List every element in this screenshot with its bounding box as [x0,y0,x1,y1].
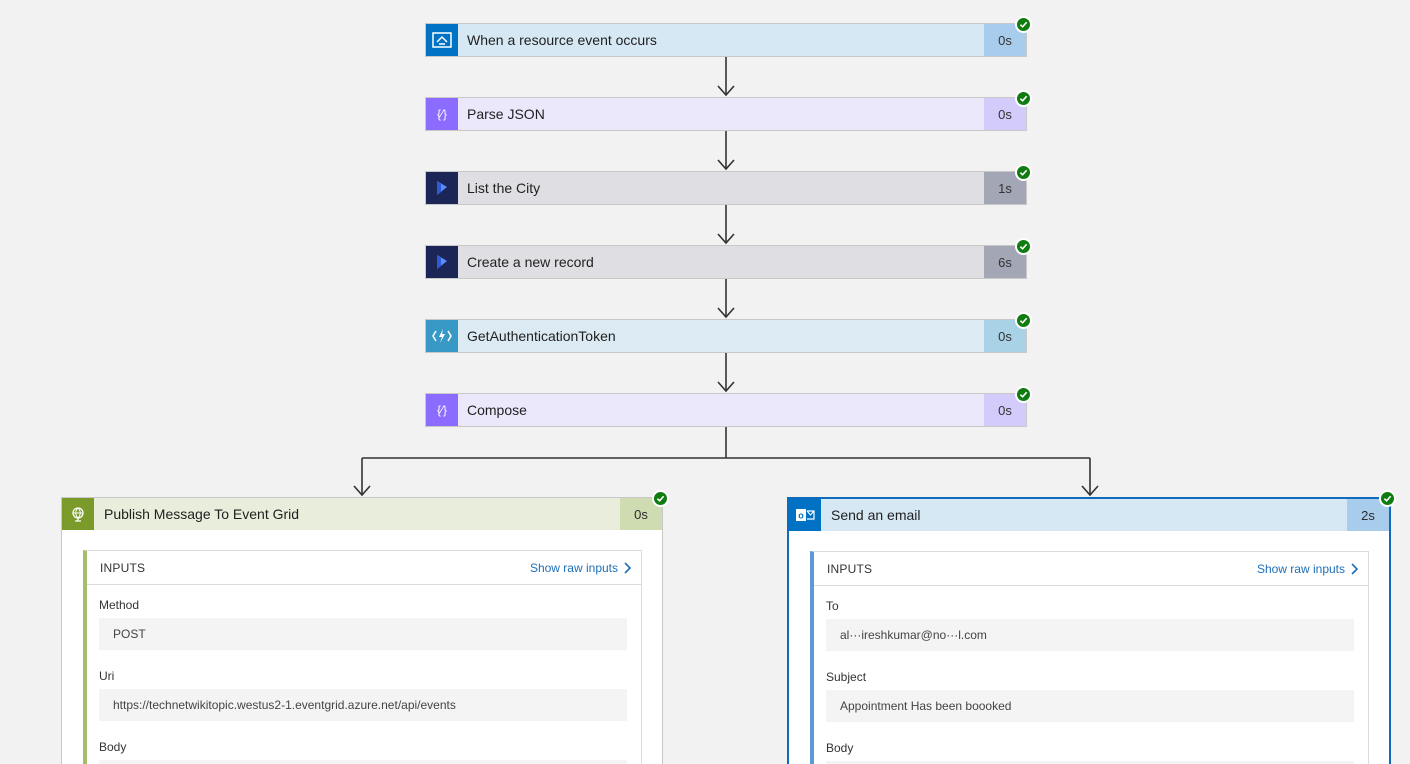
chevron-right-icon [1351,562,1358,575]
success-check-icon [1015,312,1032,329]
inputs-header: INPUTS Show raw inputs [87,551,641,585]
field-label-method: Method [99,598,140,612]
chevron-right-icon [624,561,631,574]
azure-function-icon [426,320,458,352]
data-operations-icon: {⁄} [426,394,458,426]
step-title: Compose [467,402,527,418]
data-operations-icon: {⁄} [426,98,458,130]
dynamics-icon [426,172,458,204]
send-email-card[interactable]: o Send an email 2s INPUTS Show raw input… [787,497,1391,764]
field-label-body: Body [99,740,127,754]
publish-event-grid-card[interactable]: Publish Message To Event Grid 0s INPUTS … [61,497,663,764]
globe-icon [62,498,94,530]
success-check-icon [1015,386,1032,403]
field-label-to: To [826,599,839,613]
card-duration: 0s [620,498,662,530]
dynamics-icon [426,246,458,278]
step-title: GetAuthenticationToken [467,328,616,344]
inputs-label: INPUTS [100,560,146,575]
step-title: When a resource event occurs [467,32,657,48]
outlook-icon: o [789,499,821,531]
step-create-record[interactable]: Create a new record 6s [425,245,1027,279]
field-value-to: al···ireshkumar@no···l.com [826,619,1354,651]
show-raw-inputs-link[interactable]: Show raw inputs [530,561,631,575]
step-compose[interactable]: {⁄} Compose 0s [425,393,1027,427]
step-duration: 0s [984,394,1026,426]
card-header[interactable]: Publish Message To Event Grid 0s [62,498,662,530]
field-label-subject: Subject [826,670,867,684]
step-list-city[interactable]: List the City 1s [425,171,1027,205]
step-title: Parse JSON [467,106,545,122]
field-label-body: Body [826,741,854,755]
step-parse-json[interactable]: {⁄} Parse JSON 0s [425,97,1027,131]
inputs-section: INPUTS Show raw inputs Method POST Uri h… [83,550,642,764]
card-header[interactable]: o Send an email 2s [789,499,1389,531]
field-value-method: POST [99,618,627,650]
step-resource-event[interactable]: When a resource event occurs 0s [425,23,1027,57]
step-title: List the City [467,180,541,196]
success-check-icon [1015,16,1032,33]
success-check-icon [652,490,669,507]
card-title: Publish Message To Event Grid [104,506,300,522]
field-value-body [99,760,627,764]
step-title: Create a new record [467,254,594,270]
inputs-section: INPUTS Show raw inputs To al···ireshkuma… [810,551,1369,764]
flow-connectors [353,57,1099,497]
event-grid-icon [426,24,458,56]
show-raw-inputs-link[interactable]: Show raw inputs [1257,562,1358,576]
inputs-label: INPUTS [827,561,873,576]
card-duration: 2s [1347,499,1389,531]
success-check-icon [1015,90,1032,107]
success-check-icon [1379,490,1396,507]
success-check-icon [1015,238,1032,255]
field-label-uri: Uri [99,669,115,683]
inputs-header: INPUTS Show raw inputs [814,552,1368,586]
svg-text:o: o [798,511,804,521]
card-title: Send an email [831,507,921,523]
field-value-subject: Appointment Has been boooked [826,690,1354,722]
success-check-icon [1015,164,1032,181]
step-get-auth-token[interactable]: GetAuthenticationToken 0s [425,319,1027,353]
field-value-uri: https://technetwikitopic.westus2-1.event… [99,689,627,721]
field-value-body [826,761,1354,764]
